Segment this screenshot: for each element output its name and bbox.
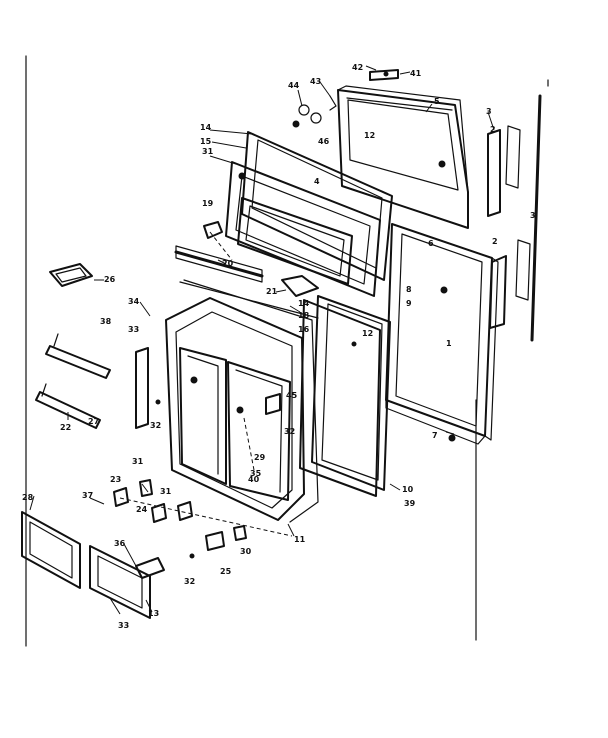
callout-31: 31 [132, 457, 144, 466]
callout-42: 42 [352, 63, 363, 72]
leader-lines [29, 65, 495, 615]
callout-34: 34 [128, 297, 140, 306]
callout-23: 23 [110, 475, 121, 484]
callout-30: 30 [240, 547, 252, 556]
callout-24: 24 [136, 505, 148, 514]
callout-12: 12 [364, 131, 375, 140]
freezer-door-panel [337, 85, 469, 229]
callout-41: 41 [410, 69, 422, 78]
callout-46: 46 [318, 137, 330, 146]
callout-33: 33 [128, 325, 139, 334]
callout-9: 9 [406, 299, 412, 308]
callout-8: 8 [406, 285, 412, 294]
left-parts [21, 263, 151, 619]
callout-39: 39 [404, 499, 416, 508]
callout-11: 11 [294, 535, 306, 544]
callout-14: 14 [298, 299, 310, 308]
callout-38: 38 [100, 317, 112, 326]
callout-33: 33 [118, 621, 129, 630]
callout-1: 1 [446, 339, 452, 348]
callout-4: 4 [314, 177, 320, 186]
callout-44: 44 [288, 81, 300, 90]
callout-36: 36 [114, 539, 126, 548]
callout-27: 27 [88, 417, 99, 426]
callout-6: 6 [428, 239, 434, 248]
callout-15: 15 [200, 137, 212, 146]
callout-32: 32 [284, 427, 295, 436]
callout-2: 2 [492, 237, 498, 246]
callout-25: 25 [220, 567, 232, 576]
callout-19: 19 [202, 199, 214, 208]
callout-31: 31 [160, 487, 172, 496]
callout-5: 5 [434, 97, 440, 106]
callout-16: 16 [298, 325, 310, 334]
callout-32: 32 [150, 421, 161, 430]
callout-45: 45 [286, 391, 298, 400]
callout-7: 7 [432, 431, 438, 440]
callout-21: 21 [266, 287, 278, 296]
callout-12: 12 [362, 329, 373, 338]
callout-28: 28 [22, 493, 34, 502]
callout-26: 26 [104, 275, 116, 284]
callout-2: 2 [490, 125, 496, 134]
callout-labels: 1 2 2 3 3 4 5 6 7 8 9 10 11 12 12 13 14 … [22, 63, 536, 630]
callout-13: 13 [148, 609, 159, 618]
assembly-lines [119, 231, 293, 537]
callout-3: 3 [486, 107, 492, 116]
top-hinge [298, 69, 399, 124]
fresh-food-door-liner [165, 279, 319, 523]
callout-10: 10 [402, 485, 414, 494]
callout-32: 32 [184, 577, 195, 586]
callout-40: 40 [248, 475, 260, 484]
trim-strip [174, 245, 319, 297]
callout-20: 20 [222, 259, 234, 268]
callout-31: 31 [202, 147, 214, 156]
hinge-brackets [487, 125, 531, 329]
callout-22: 22 [60, 423, 71, 432]
callout-3: 3 [530, 211, 536, 220]
callout-18: 18 [298, 311, 310, 320]
callout-35: 35 [250, 469, 262, 478]
callout-43: 43 [310, 77, 321, 86]
page-border [25, 55, 549, 647]
callout-29: 29 [254, 453, 266, 462]
freezer-door-gasket [225, 131, 393, 297]
callout-37: 37 [82, 491, 93, 500]
fresh-food-door-panel [385, 223, 499, 445]
fresh-food-door-gasket [179, 281, 391, 497]
small-hardware [113, 120, 456, 579]
callout-14: 14 [200, 123, 212, 132]
